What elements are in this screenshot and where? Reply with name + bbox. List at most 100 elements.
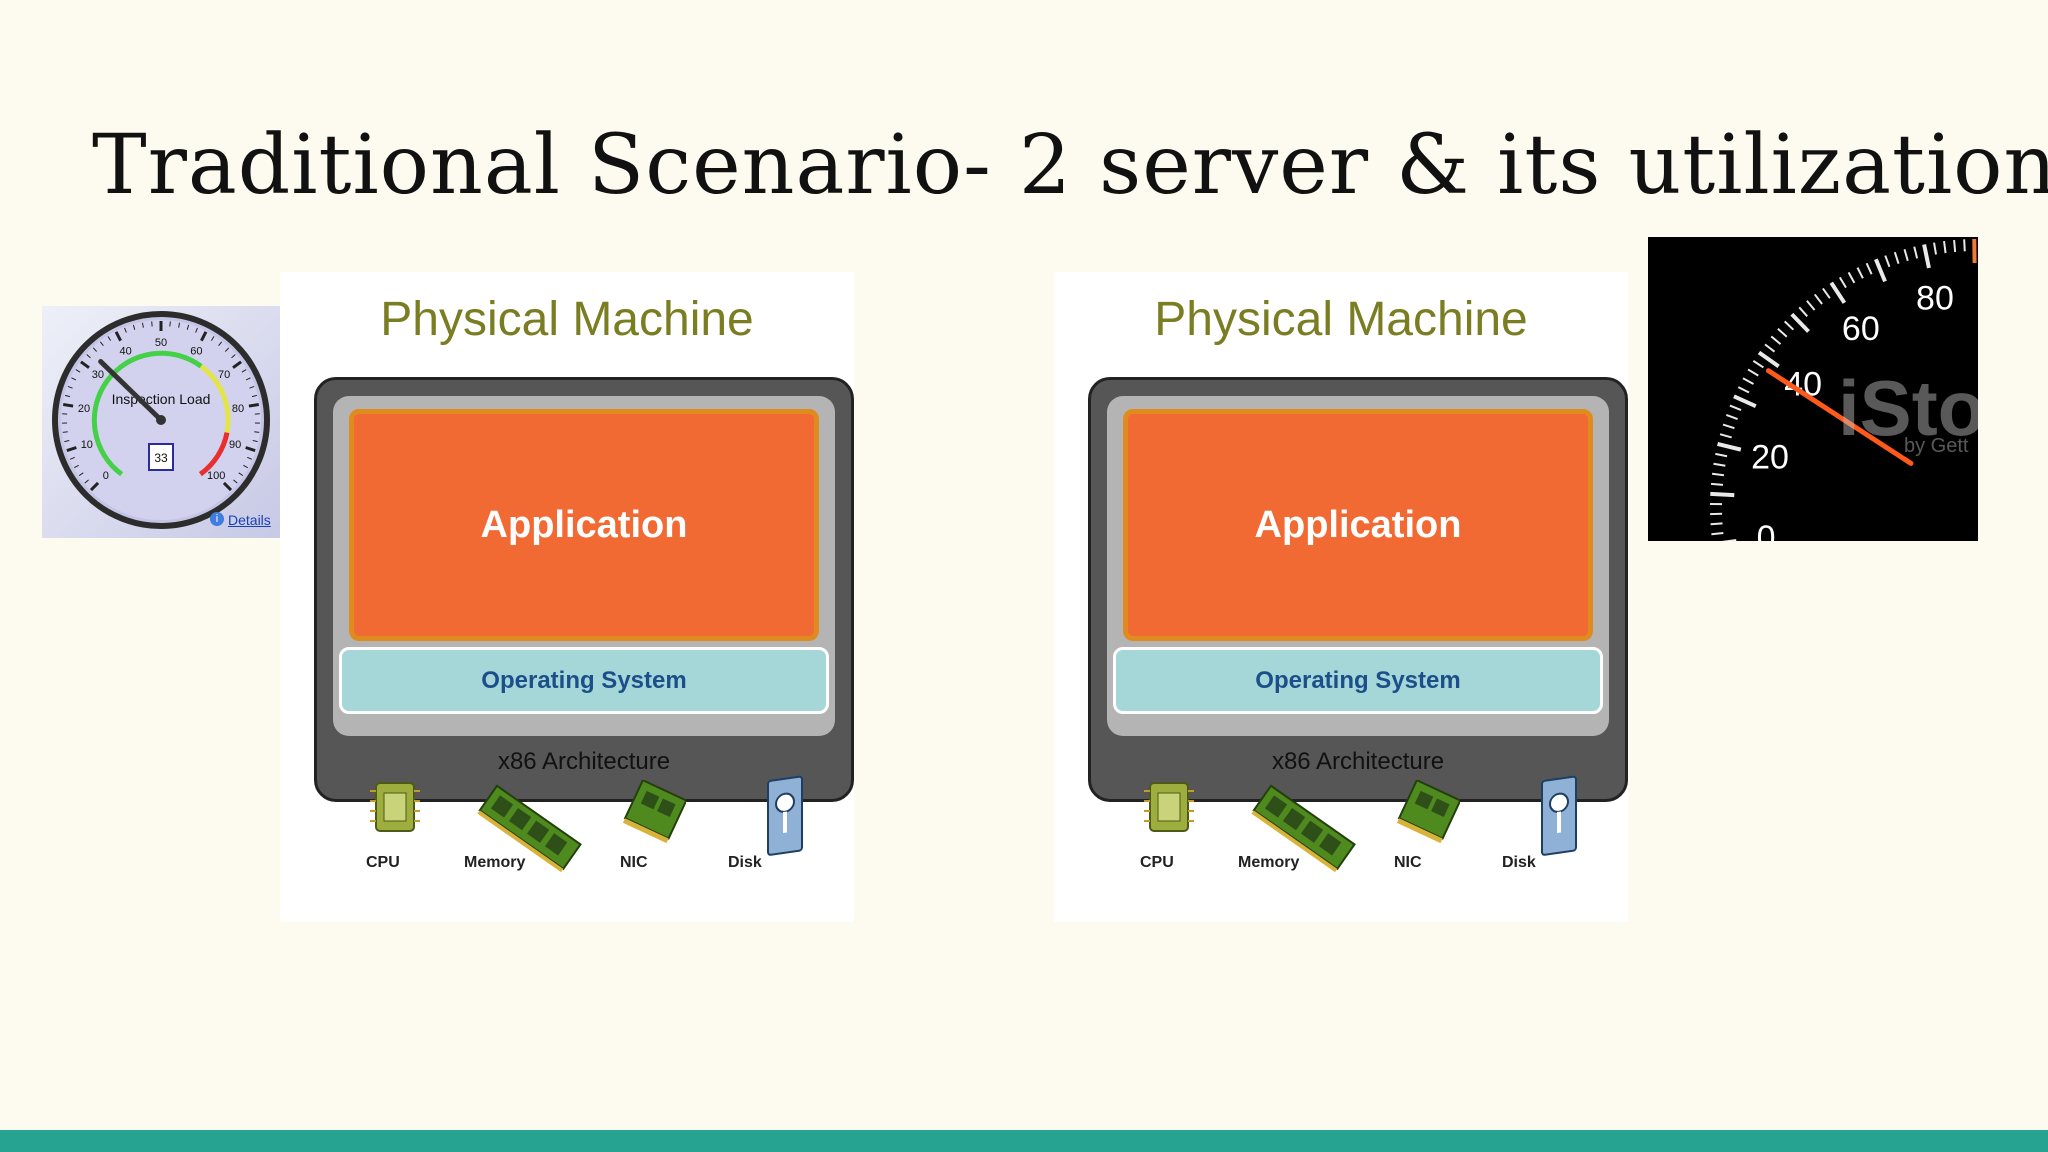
speedometer-tick <box>1715 452 1728 458</box>
speedometer-tick <box>1717 442 1742 452</box>
gauge-tick <box>80 360 90 369</box>
speedometer-tick-label: 60 <box>1842 310 1880 348</box>
hardware-label-disk: Disk <box>1502 854 1536 871</box>
speedometer-tick <box>1757 350 1780 368</box>
gauge-tick <box>224 347 230 352</box>
machine-frame: Application Operating System x86 Archite… <box>314 377 854 802</box>
speedometer-tick <box>1729 404 1742 412</box>
gauge-tick-label: 60 <box>190 346 202 358</box>
physical-machine-diagram-1: Physical Machine Application Operating S… <box>280 272 854 922</box>
gauge-tick <box>249 385 255 389</box>
speedometer-tick <box>1711 472 1725 477</box>
details-link[interactable]: Details <box>228 512 271 528</box>
gauge-tick <box>252 440 258 443</box>
gauge-tick <box>251 394 258 398</box>
gauge-tick <box>233 479 238 484</box>
gauge-readout: 33 <box>154 451 168 465</box>
speedometer-tick <box>1710 491 1735 498</box>
speedometer-tick <box>1764 343 1776 353</box>
gauge-tick-label: 30 <box>92 369 104 381</box>
speedometer-tick <box>1752 360 1764 369</box>
gauge-tick <box>84 479 89 484</box>
speedometer-tick-label: 0 <box>1757 519 1776 541</box>
gauge-tick <box>69 456 75 460</box>
gauge-tick <box>89 481 100 492</box>
gauge-tick <box>218 341 223 347</box>
gauge-tick <box>245 377 251 381</box>
cpu-chip-icon <box>1144 782 1194 832</box>
application-layer: Application <box>1123 409 1593 641</box>
os-layer: Operating System <box>1113 647 1603 714</box>
speedometer-dial-icon: 020406080100 <box>1710 238 1977 541</box>
speedometer-tick <box>1725 414 1738 421</box>
gauge-tick <box>178 322 181 328</box>
gauge-tick-label: 80 <box>232 403 244 415</box>
speedometer-tick <box>1719 433 1732 439</box>
speedometer-tick <box>1710 482 1724 486</box>
gauge-tick <box>231 354 236 359</box>
info-icon[interactable]: i <box>210 512 224 526</box>
gauge-tick <box>222 481 233 492</box>
gauge-tick-label: 70 <box>218 369 230 381</box>
gauge-tick <box>67 385 73 389</box>
gauge-tick <box>66 446 77 453</box>
speedometer-tick <box>1813 293 1823 305</box>
speedometer-tick <box>1922 244 1931 269</box>
gauge-tick-marks <box>62 321 260 492</box>
physical-machine-heading: Physical Machine <box>1154 293 1528 346</box>
gauge-tick-label: 0 <box>103 470 109 482</box>
speedometer-tick <box>1838 276 1847 289</box>
gauge-tick <box>132 324 136 330</box>
speedometer-tick <box>1784 320 1795 331</box>
application-label: Application <box>480 503 688 546</box>
speedometer-tick <box>1829 281 1847 304</box>
gauge-tick <box>248 403 260 408</box>
gauge-tick <box>114 331 122 342</box>
hardware-label-cpu: CPU <box>1140 854 1174 871</box>
speedometer-tick <box>1790 312 1810 333</box>
gauge-tick <box>186 324 190 330</box>
speedometer-tick <box>1777 328 1788 338</box>
hardware-label-memory: Memory <box>1238 854 1300 871</box>
gauge-tick <box>247 456 253 460</box>
speedometer-tick <box>1856 267 1864 279</box>
hardware-label-nic: NIC <box>1394 854 1422 871</box>
gauge-tick <box>64 394 71 398</box>
slide-title: Traditional Scenario- 2 server & its uti… <box>92 118 2048 213</box>
gauge-tick <box>62 403 74 408</box>
gauge-tick <box>141 322 144 328</box>
gauge-tick <box>210 336 215 341</box>
gauge-tick <box>86 354 91 359</box>
accent-bar <box>0 1130 2048 1152</box>
speedometer-tick <box>1806 300 1816 311</box>
gauge-tick <box>71 377 77 381</box>
gauge-tick <box>107 336 112 341</box>
gauge-tick <box>124 327 127 333</box>
gauge-tick <box>92 347 98 352</box>
watermark-sub: by Gett <box>1904 435 1969 457</box>
gauge-tick <box>99 341 104 347</box>
speedometer-tick <box>1953 239 1957 253</box>
speedometer-tick-labels: 020406080100 <box>1751 279 1954 541</box>
speedometer-tick <box>1747 368 1759 377</box>
speedometer-gauge: 020406080100 iSto by Gett <box>1648 237 1978 541</box>
gauge-tick-label: 50 <box>155 337 167 349</box>
gauge-needle <box>98 359 164 423</box>
gauge-tick-label: 100 <box>207 470 225 482</box>
gauge-tick-label: 20 <box>78 403 90 415</box>
speedometer-tick <box>1874 258 1887 283</box>
speedometer-tick <box>1722 423 1735 430</box>
speedometer-tick <box>1737 386 1750 394</box>
application-layer: Application <box>349 409 819 641</box>
speedometer-tick <box>1884 255 1891 268</box>
architecture-label: x86 Architecture <box>497 748 671 775</box>
hardware-label-disk: Disk <box>728 854 762 871</box>
gauge-tick <box>195 327 198 333</box>
gauge-tick <box>200 331 208 342</box>
gauge-tick <box>232 360 242 369</box>
gauge-tick-label: 90 <box>229 439 241 451</box>
architecture-label: x86 Architecture <box>1271 748 1445 775</box>
